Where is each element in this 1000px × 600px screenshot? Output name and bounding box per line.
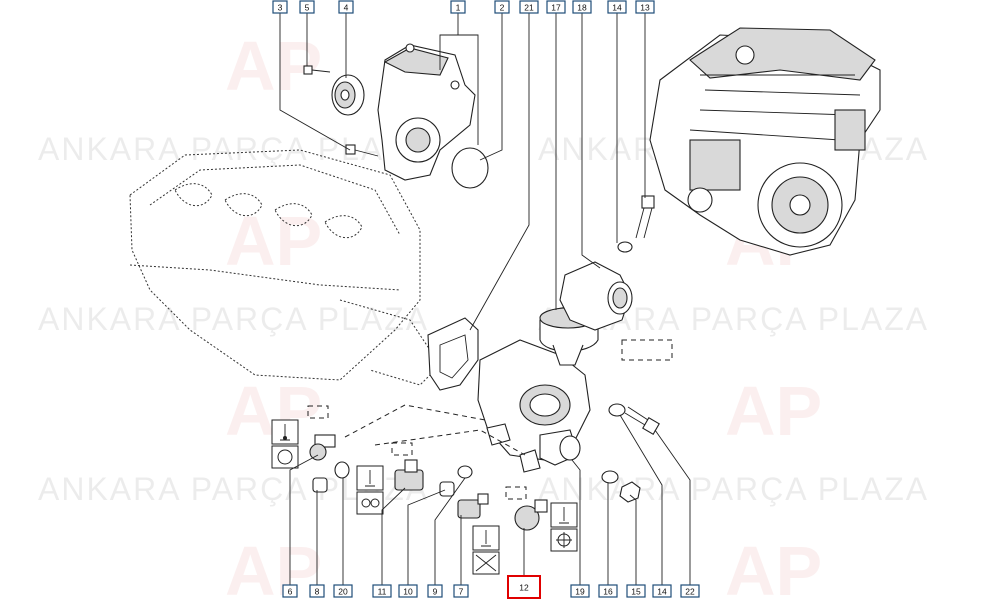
washer: [601, 470, 619, 484]
watermark-text: ANKARA PARÇA PLAZA: [538, 471, 929, 507]
temperature-sensor: [309, 434, 336, 461]
bolt: [624, 406, 660, 435]
svg-text:16: 16: [603, 587, 613, 597]
svg-text:9: 9: [433, 587, 438, 597]
callout-label: 7: [453, 584, 469, 598]
svg-text:1: 1: [456, 3, 461, 13]
svg-text:8: 8: [315, 587, 320, 597]
svg-text:10: 10: [403, 587, 413, 597]
callout-label: 10: [398, 584, 418, 598]
svg-text:14: 14: [657, 587, 667, 597]
svg-text:19: 19: [575, 587, 585, 597]
callout-label: 4: [338, 0, 354, 14]
coolant-temperature-icon: [271, 419, 299, 445]
callout-label: 22: [680, 584, 700, 598]
svg-text:2: 2: [500, 3, 505, 13]
gasket: [427, 317, 479, 391]
callout-label: 21: [519, 0, 539, 14]
temperature-sensor: [514, 499, 548, 531]
callout-label: 1: [450, 0, 466, 14]
svg-text:11: 11: [378, 587, 387, 597]
water-pump-assembly: [377, 43, 476, 181]
svg-text:18: 18: [577, 3, 587, 13]
svg-text:20: 20: [338, 587, 348, 597]
callout-label: 11: [372, 584, 392, 598]
callout-label: 2: [494, 0, 510, 14]
svg-text:3: 3: [278, 3, 283, 13]
wiring-plug-icon: [356, 491, 384, 515]
washer: [457, 465, 473, 479]
callout-label-highlighted: 12: [507, 575, 541, 599]
callout-label: 17: [546, 0, 566, 14]
leader-lines: [279, 13, 691, 585]
svg-text:22: 22: [685, 587, 695, 597]
watermark-text: ANKARA PARÇA PLAZA: [38, 301, 429, 337]
watermark-text: ANKARA PARÇA PLAZA: [38, 131, 429, 167]
svg-text:12: 12: [519, 583, 529, 593]
nut: [619, 481, 641, 503]
callout-label: 20: [333, 584, 353, 598]
placeholder-box: [505, 486, 527, 500]
coolant-temperature-icon: [550, 502, 578, 528]
washer: [334, 461, 350, 479]
callout-label: 6: [282, 584, 298, 598]
callout-label: 8: [309, 584, 325, 598]
svg-text:14: 14: [612, 3, 622, 13]
callout-label: 14: [652, 584, 672, 598]
bolt: [303, 65, 331, 75]
gauge-icon: [271, 445, 299, 469]
svg-text:21: 21: [524, 3, 534, 13]
thermostat-housing: [477, 339, 591, 473]
placeholder-box: [307, 405, 329, 419]
o-ring: [451, 147, 489, 189]
watermark-logo: AP: [225, 532, 322, 600]
temperature-sensor: [394, 459, 424, 491]
svg-text:13: 13: [640, 3, 650, 13]
temperature-sensor: [457, 493, 489, 519]
coolant-temperature-icon: [472, 525, 500, 551]
callout-label: 19: [570, 584, 590, 598]
bolt: [345, 144, 379, 157]
water-outlet-elbow: [559, 261, 633, 331]
callout-label: 9: [427, 584, 443, 598]
placeholder-box: [391, 442, 413, 456]
placeholder-box: [621, 339, 673, 361]
watermark-logo: AP: [725, 532, 822, 600]
svg-text:15: 15: [631, 587, 641, 597]
svg-text:17: 17: [551, 3, 561, 13]
complete-engine-illustration: [649, 27, 881, 256]
drain-plug: [312, 477, 328, 493]
svg-text:4: 4: [344, 3, 349, 13]
callout-label: 18: [572, 0, 592, 14]
no-fan-icon: [472, 551, 500, 575]
callout-label: 14: [607, 0, 627, 14]
callout-label: 15: [626, 584, 646, 598]
washer: [617, 241, 633, 253]
washer: [608, 403, 626, 417]
coolant-temperature-icon: [356, 465, 384, 491]
drain-plug: [439, 481, 455, 497]
pulley: [331, 74, 365, 116]
callout-label: 13: [635, 0, 655, 14]
svg-text:5: 5: [305, 3, 310, 13]
svg-text:6: 6: [288, 587, 293, 597]
callout-label: 16: [598, 584, 618, 598]
callout-label: 3: [272, 0, 288, 14]
connection-line: [344, 404, 486, 438]
svg-text:7: 7: [459, 587, 464, 597]
callout-label: 5: [299, 0, 315, 14]
watermark-logo: AP: [225, 202, 322, 280]
bolt: [635, 195, 655, 239]
fan-icon: [550, 528, 578, 552]
watermark-logo: AP: [725, 372, 822, 450]
engine-block-outline: [129, 149, 441, 386]
